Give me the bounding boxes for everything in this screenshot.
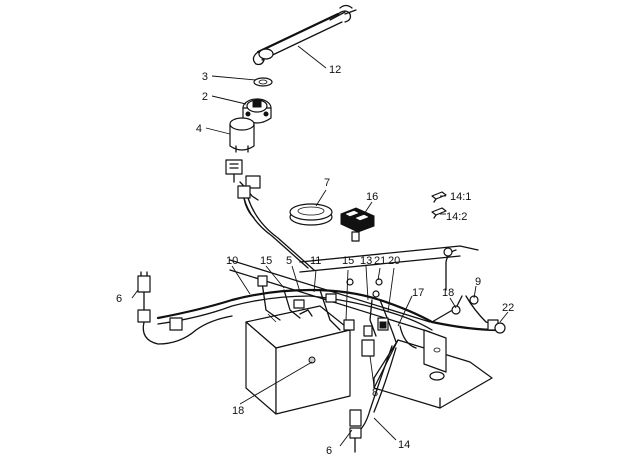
part-7-disc — [289, 203, 333, 226]
callout-17: 17 — [412, 287, 424, 299]
part-12-bar — [252, 4, 357, 66]
callout-5: 5 — [286, 255, 292, 267]
callout-4: 4 — [196, 123, 202, 135]
callout-12: 12 — [329, 64, 341, 76]
callout-15-left: 15 — [260, 255, 272, 267]
callout-6-bottom: 6 — [326, 445, 332, 457]
callout-9: 9 — [475, 276, 481, 288]
callout-2: 2 — [202, 91, 208, 103]
callout-10: 10 — [226, 255, 238, 267]
callout-8: 8 — [372, 387, 378, 399]
callout-21: 21 — [374, 255, 386, 267]
callout-18-right: 18 — [442, 287, 454, 299]
callout-7: 7 — [324, 177, 330, 189]
part-14-terminals — [431, 191, 447, 219]
callout-16: 16 — [366, 191, 378, 203]
callout-18-left: 18 — [232, 405, 244, 417]
part-16-relay — [340, 207, 375, 242]
callout-14-2: 14:2 — [446, 211, 467, 223]
leader-lines — [131, 45, 509, 447]
callout-labels: 3 2 4 12 7 16 14:1 14:2 10 15 5 11 15 13… — [116, 64, 514, 457]
connector-stack — [225, 159, 261, 219]
callout-22: 22 — [502, 302, 514, 314]
main-harness — [156, 247, 506, 357]
part-6-left-connector — [137, 271, 233, 345]
callout-14-1: 14:1 — [450, 191, 471, 203]
callout-20: 20 — [388, 255, 400, 267]
callout-6-left: 6 — [116, 293, 122, 305]
battery — [245, 305, 351, 415]
callout-3: 3 — [202, 71, 208, 83]
callout-11: 11 — [310, 255, 321, 267]
callout-14: 14 — [398, 439, 410, 451]
part-4-cylinder — [229, 117, 255, 153]
callout-13: 13 — [360, 255, 372, 267]
part-14-lower-harness — [349, 345, 397, 453]
callout-15-right: 15 — [342, 255, 354, 267]
harness-cable-upper — [243, 197, 315, 271]
part-3-ring — [253, 77, 273, 87]
